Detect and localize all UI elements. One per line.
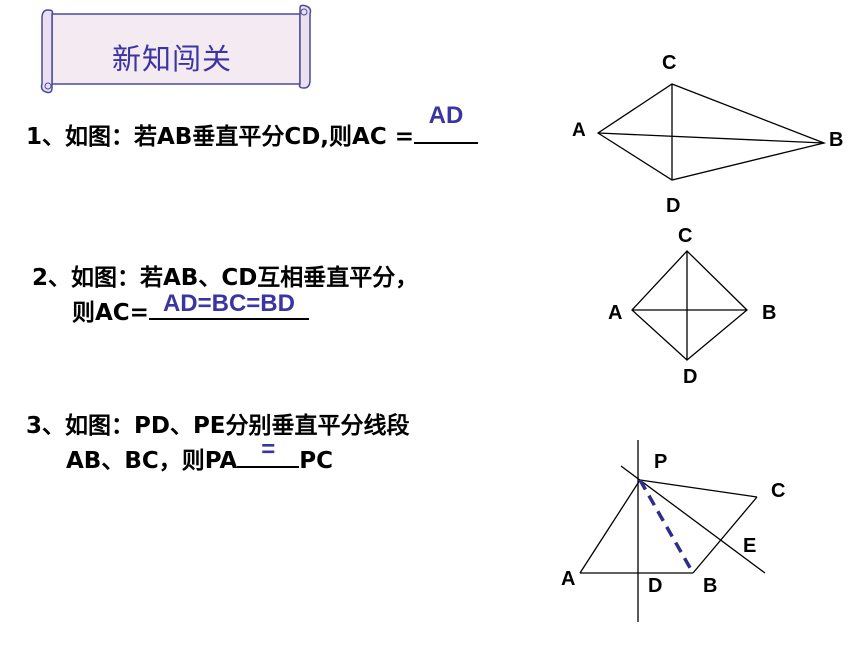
question-1: 1、如图：若AB垂直平分CD,则AC = AD	[26, 102, 479, 151]
question-3-line1: 3、如图：PD、PE分别垂直平分线段	[26, 413, 410, 439]
fig3-label-a: A	[561, 568, 576, 590]
question-3-text: AB、BC，则PA	[66, 448, 238, 474]
fig2-label-c: C	[678, 225, 693, 247]
fig2-label-b: B	[762, 302, 777, 324]
fig1-label-a: A	[572, 120, 586, 141]
question-1-blank: AD	[414, 102, 479, 144]
question-2-blank: AD=BC=BD	[148, 290, 309, 320]
figure-3-triangle	[579, 440, 766, 622]
question-2-answer: AD=BC=BD	[162, 290, 295, 317]
question-2-line2: 则AC= AD=BC=BD	[72, 290, 309, 327]
fig3-label-e: E	[743, 535, 757, 557]
fig1-label-c: C	[662, 52, 677, 74]
question-3-blank: =	[237, 436, 300, 468]
fig1-label-d: D	[666, 195, 681, 217]
fig3-label-b: B	[703, 575, 718, 597]
scroll-banner	[40, 4, 312, 94]
fig3-label-c: C	[771, 480, 786, 502]
banner-title: 新知闯关	[112, 42, 233, 76]
question-2-line1: 2、如图：若AB、CD互相垂直平分，	[32, 265, 419, 291]
figure-3-pb-dashed	[638, 479, 695, 574]
fig2-label-d: D	[683, 366, 698, 388]
question-3-line2: AB、BC，则PA = PC	[66, 436, 334, 475]
fig2-label-a: A	[608, 302, 623, 324]
figure-1-kite	[596, 83, 827, 181]
fig1-label-b: B	[829, 129, 844, 151]
question-3-answer: =	[261, 436, 276, 463]
question-1-answer: AD	[428, 102, 464, 129]
question-3-suffix: PC	[299, 448, 334, 474]
fig3-label-d: D	[648, 575, 663, 597]
fig3-label-p: P	[654, 451, 668, 473]
question-2-text: 则AC=	[72, 300, 149, 326]
question-1-text: 1、如图：若AB垂直平分CD,则AC =	[26, 124, 415, 150]
figure-2-rhombus	[631, 250, 748, 361]
